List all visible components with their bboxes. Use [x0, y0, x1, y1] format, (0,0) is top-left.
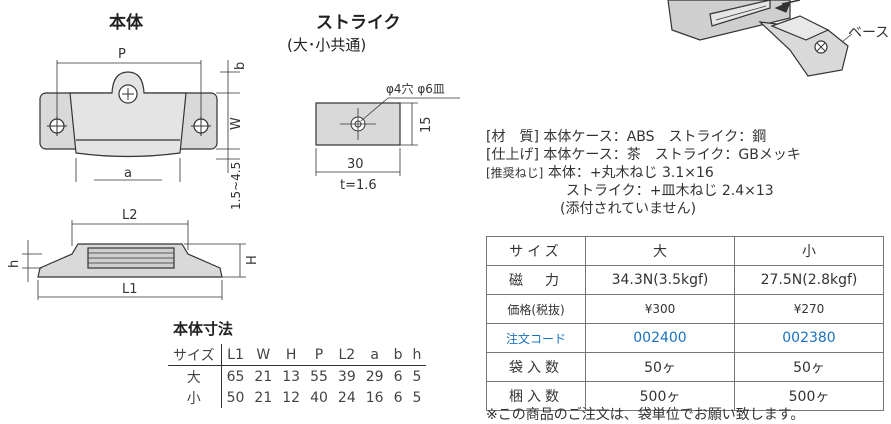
table-row: サイズ 大 小	[486, 236, 884, 266]
strike-drawing	[315, 97, 460, 176]
size-cell: 29	[365, 368, 384, 385]
magnet-large: 34.3N(3.5kgf)	[585, 265, 735, 295]
footnote: ※この商品のご注文は、袋単位でお願い致します。	[486, 407, 805, 423]
table-row: 袋入数 50ヶ 50ヶ	[486, 352, 884, 382]
size-cell: 6	[393, 389, 403, 406]
price-small: ¥270	[734, 294, 884, 324]
dims-title: 本体寸法	[173, 320, 234, 338]
dim-h: h	[7, 260, 22, 268]
code-label: 注文コード	[486, 323, 586, 353]
size-table: サイズ L1 W H P L2 a b h 大 65 21 13 55 39 2…	[168, 344, 427, 408]
dim-H: H	[245, 255, 260, 265]
size-cell: 5	[412, 368, 422, 385]
box-small: 500ヶ	[734, 381, 884, 411]
dim-t: t=1.6	[340, 178, 377, 193]
size-header-cell: L2	[332, 344, 361, 366]
size-cell: 40	[310, 389, 328, 406]
body-side-view	[37, 243, 223, 278]
size-cell: 50	[226, 389, 245, 406]
table-row: 大 65 21 13 55 39 29 6 5	[168, 365, 426, 387]
size-cell: 55	[310, 368, 328, 385]
size-header-cell: W	[249, 344, 278, 366]
bag-small: 50ヶ	[734, 352, 884, 382]
size-cell: 65	[226, 368, 245, 385]
body-top-view	[39, 71, 218, 158]
magnet-label: 磁 力	[486, 265, 586, 295]
material-label: [材 質]	[486, 129, 539, 145]
dim-L2: L2	[122, 208, 138, 223]
strike-heading: ストライク	[316, 13, 401, 33]
spec-size-label: サイズ	[486, 236, 586, 266]
dim-gap: 1.5~4.5	[229, 162, 243, 210]
size-header-cell: H	[277, 344, 306, 366]
spec-table: サイズ 大 小 磁 力 34.3N(3.5kgf) 27.5N(2.8kgf) …	[486, 236, 884, 411]
bag-large: 50ヶ	[585, 352, 735, 382]
dim-strike-w: 30	[347, 157, 364, 172]
code-small[interactable]: 002380	[734, 323, 884, 353]
size-header-cell: P	[305, 344, 333, 366]
spec-size-large: 大	[585, 236, 735, 266]
screw-note: (添付されていません)	[560, 201, 697, 217]
dim-strike-h: 15	[419, 116, 434, 133]
strike-note: (大･小共通)	[287, 36, 367, 54]
finish-value: 本体ケース：茶 ストライク：GBメッキ	[543, 147, 801, 163]
size-cell: 大	[168, 365, 222, 387]
size-table-header: サイズ L1 W H P L2 a b h	[168, 344, 427, 366]
size-cell: 6	[393, 368, 403, 385]
size-cell: 小	[168, 387, 222, 408]
materials-block: [材 質] 本体ケース：ABS ストライク：鋼 [仕上げ] 本体ケース：茶 スト…	[486, 128, 801, 218]
spec-size-small: 小	[734, 236, 884, 266]
screw-label: [推奨ねじ]	[486, 166, 544, 180]
table-row: 注文コード 002400 002380	[486, 323, 884, 353]
price-large: ¥300	[585, 294, 735, 324]
finish-label: [仕上げ]	[486, 147, 539, 163]
dim-P: P	[118, 47, 126, 62]
box-large: 500ヶ	[585, 381, 735, 411]
box-label: 梱入数	[486, 381, 586, 411]
screw-value-strike: ストライク：+皿木ねじ 2.4×13	[566, 183, 774, 199]
material-value: 本体ケース：ABS ストライク：鋼	[543, 129, 767, 145]
size-cell: 39	[337, 368, 356, 385]
dim-W: W	[229, 117, 244, 130]
size-cell: 12	[282, 389, 301, 406]
size-cell: 5	[412, 389, 422, 406]
size-cell: 21	[254, 389, 273, 406]
bag-label: 袋入数	[486, 352, 586, 382]
dim-b: b	[233, 62, 248, 70]
dim-hole: φ4穴 φ6皿	[386, 81, 445, 96]
screw-value-body: 本体：+丸木ねじ 3.1×16	[547, 165, 714, 181]
price-label: 価格(税抜)	[486, 294, 586, 324]
size-header-cell: b	[388, 344, 408, 366]
size-cell: 13	[282, 368, 301, 385]
dim-a: a	[124, 166, 132, 181]
size-header-cell: サイズ	[168, 344, 222, 366]
table-row: 磁 力 34.3N(3.5kgf) 27.5N(2.8kgf)	[486, 265, 884, 295]
magnet-small: 27.5N(2.8kgf)	[734, 265, 884, 295]
body-heading: 本体	[109, 13, 143, 33]
table-row: 価格(税抜) ¥300 ¥270	[486, 294, 884, 324]
table-row: 梱入数 500ヶ 500ヶ	[486, 381, 884, 411]
table-row: 小 50 21 12 40 24 16 6 5	[168, 387, 426, 408]
size-header-cell: a	[360, 344, 389, 366]
size-cell: 21	[254, 368, 273, 385]
size-header-cell: L1	[221, 344, 250, 366]
dim-L1: L1	[122, 282, 138, 297]
product-illustration	[667, 0, 853, 77]
code-large[interactable]: 002400	[585, 323, 735, 353]
base-label: ベース	[848, 25, 890, 41]
size-header-cell: h	[407, 344, 427, 366]
size-cell: 24	[337, 389, 356, 406]
size-cell: 16	[365, 389, 384, 406]
